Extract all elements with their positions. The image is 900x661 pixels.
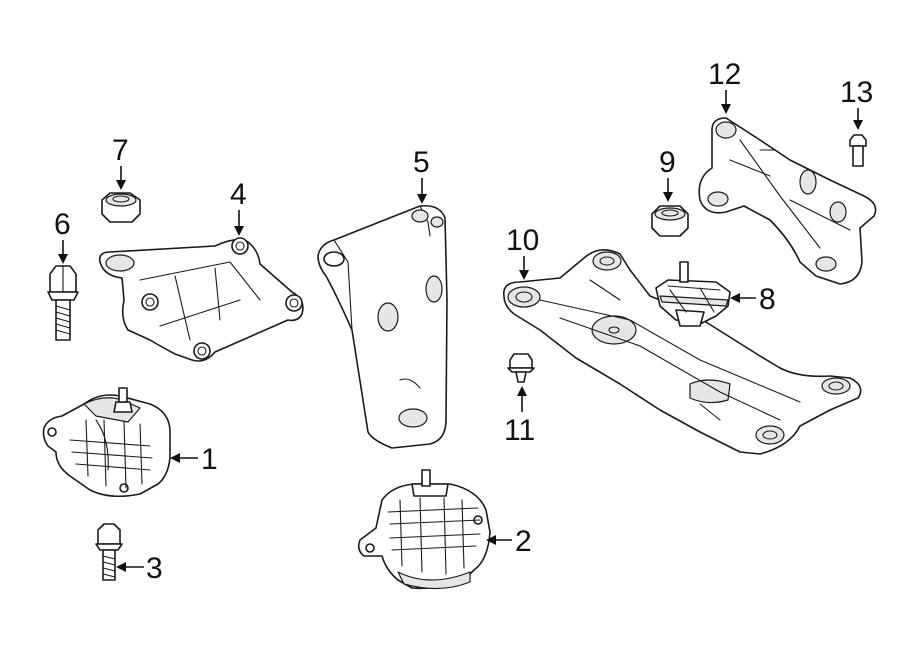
part-8-mount	[655, 261, 731, 327]
callout-10: 10	[506, 224, 539, 257]
callout-8: 8	[759, 283, 776, 316]
callout-labels: 1 2 3 4 5 6 7 8 9 10 11 12 13	[54, 58, 873, 585]
callout-13: 13	[840, 76, 873, 109]
callout-leaders	[58, 90, 863, 572]
part-4-bracket	[98, 237, 304, 362]
part-1-mount	[42, 387, 171, 498]
part-2-mount	[357, 469, 491, 590]
callout-4: 4	[230, 178, 247, 211]
part-7-nut	[101, 192, 141, 223]
callout-7: 7	[112, 134, 129, 167]
callout-1: 1	[201, 443, 218, 476]
part-9-nut	[651, 205, 689, 237]
callout-5: 5	[413, 146, 430, 179]
part-5-bracket	[317, 204, 448, 449]
callout-2: 2	[515, 525, 532, 558]
part-6-bolt	[47, 265, 79, 341]
callout-6: 6	[54, 208, 71, 241]
part-11-bolt	[507, 353, 535, 383]
part-3-bolt	[95, 523, 123, 581]
callout-9: 9	[659, 146, 676, 179]
callout-11: 11	[504, 414, 535, 447]
part-13-bolt	[849, 134, 867, 167]
part-12-bracket	[698, 117, 877, 285]
callout-3: 3	[146, 552, 163, 585]
callout-12: 12	[708, 58, 741, 91]
part-10-crossmember	[503, 249, 862, 455]
